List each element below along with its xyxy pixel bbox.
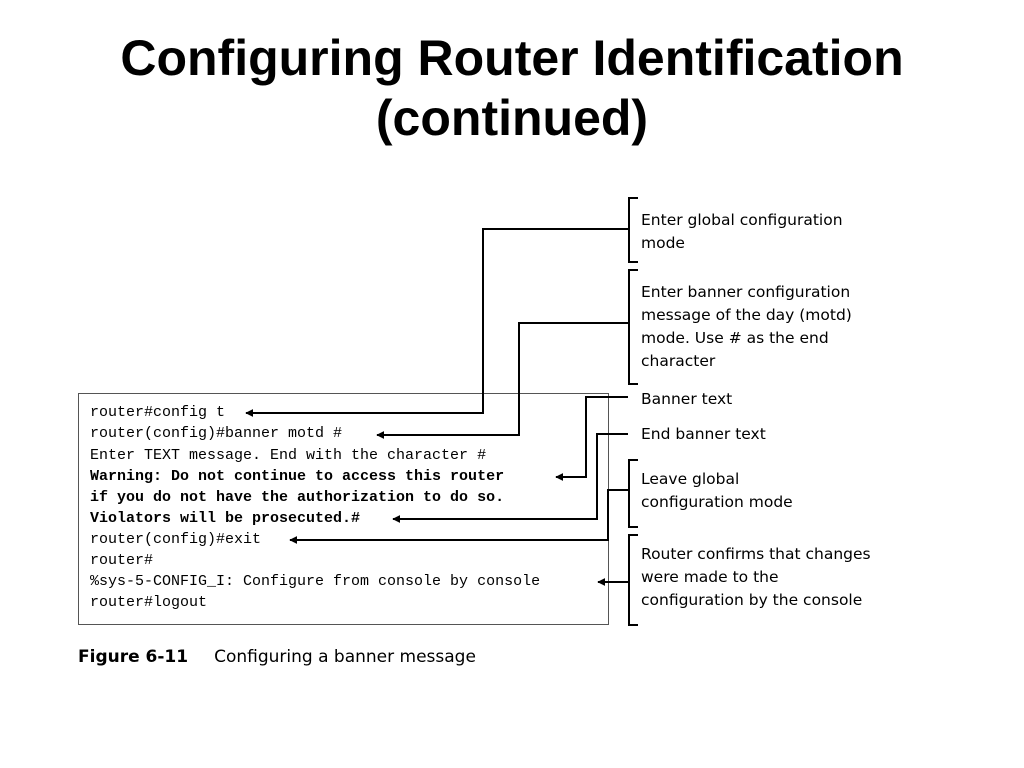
arrow-end-banner [392, 433, 628, 523]
annotation-end-banner-text: End banner text [641, 423, 901, 446]
annotation-line: Router confirms that changes [641, 545, 871, 563]
console-line: router(config)#exit [90, 531, 262, 548]
console-line: router# [90, 552, 154, 569]
figure-caption-text: Configuring a banner message [214, 647, 476, 667]
annotation-leave-global: Leave global configuration mode [641, 468, 901, 514]
console-line: if you do not have the authorization to … [90, 489, 505, 506]
annotation-line: configuration mode [641, 493, 793, 511]
bracket-global-config [628, 197, 638, 263]
console-line: Violators will be prosecuted.# [90, 510, 361, 527]
bracket-leave-global [628, 459, 638, 528]
console-line: Warning: Do not continue to access this … [90, 468, 505, 485]
annotation-line: character [641, 352, 716, 370]
arrow-banner-motd [376, 322, 629, 439]
bracket-router-confirms [628, 534, 638, 626]
slide-title-line-1: Configuring Router Identification [120, 30, 904, 86]
console-line: router(config)#banner motd # [90, 425, 343, 442]
annotation-line: configuration by the console [641, 591, 863, 609]
arrow-config-t [245, 228, 629, 417]
annotation-line: Enter global configuration [641, 211, 843, 229]
console-output-box: router#config t router(config)#banner mo… [78, 393, 609, 625]
annotation-line: Enter banner configuration [641, 283, 851, 301]
console-line: %sys-5-CONFIG_I: Configure from console … [90, 573, 541, 590]
annotation-banner-motd: Enter banner configuration message of th… [641, 281, 901, 373]
slide-title-line-2: (continued) [375, 90, 649, 146]
console-line: Enter TEXT message. End with the charact… [90, 447, 487, 464]
figure-caption: Figure 6-11 Configuring a banner message [78, 647, 476, 667]
annotation-global-config: Enter global configuration mode [641, 209, 901, 255]
arrow-banner-text [555, 396, 628, 481]
annotation-banner-text: Banner text [641, 388, 901, 411]
annotation-line: were made to the [641, 568, 779, 586]
arrow-exit [289, 489, 629, 544]
annotation-line: mode [641, 234, 685, 252]
annotation-line: message of the day (motd) [641, 306, 852, 324]
annotation-line: End banner text [641, 425, 766, 443]
figure-label: Figure 6-11 [78, 647, 189, 667]
annotation-line: Leave global [641, 470, 740, 488]
slide-title: Configuring Router Identification (conti… [0, 28, 1024, 148]
console-line: router#logout [90, 594, 208, 611]
bracket-banner-motd [628, 269, 638, 385]
annotation-router-confirms: Router confirms that changes were made t… [641, 543, 901, 612]
console-line: router#config t [90, 404, 226, 421]
annotation-line: Banner text [641, 390, 733, 408]
annotation-line: mode. Use # as the end [641, 329, 829, 347]
